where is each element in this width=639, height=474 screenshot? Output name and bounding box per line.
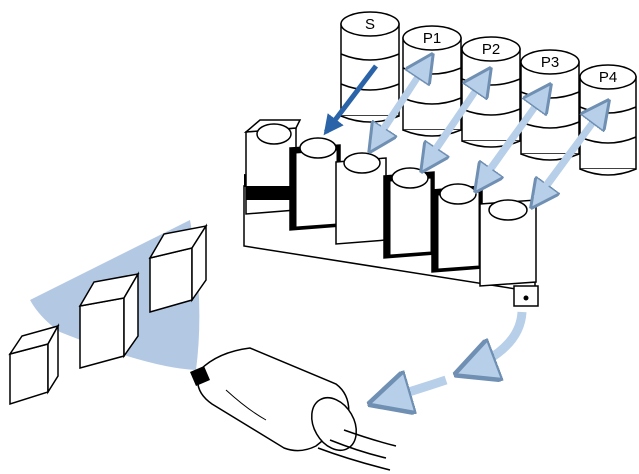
valve-blocks [243,119,537,287]
drums-group: S P1 P2 P3 [340,11,637,176]
outlet-arrows [376,311,527,402]
valve-block-6 [479,199,537,287]
spray-gun-nozzle [190,366,210,386]
arrow-s-to-valve [323,64,378,136]
drum-label-p4: P4 [599,69,617,86]
drum-p3: P3 [520,49,580,161]
valve-block-3 [335,152,387,245]
drum-p4: P4 [579,64,637,176]
drum-label-p3: P3 [541,54,559,71]
arrow-p4-bidirectional [534,104,606,204]
outlet-arrow-1 [462,311,527,372]
target-block-1 [8,323,60,406]
spray-gun-hose [317,447,391,471]
drum-label-s: S [365,16,375,33]
valve-block-4 [383,167,435,259]
arrow-p3-bidirectional [478,88,548,188]
outlet-arrow-2 [376,380,448,402]
valve-block-1 [243,119,302,215]
target-block-2 [78,271,140,369]
arrow-p1-bidirectional [372,58,430,148]
arrow-p2-bidirectional [424,72,488,168]
drum-label-p1: P1 [423,30,441,47]
drum-label-p2: P2 [482,41,500,58]
valve-block-2 [289,137,341,231]
valve-block-5 [431,183,483,273]
spray-gun [190,347,397,471]
target-block-3 [148,223,208,313]
feed-arrows [323,58,606,204]
drum-s: S [340,11,400,123]
target-blocks [8,223,208,406]
